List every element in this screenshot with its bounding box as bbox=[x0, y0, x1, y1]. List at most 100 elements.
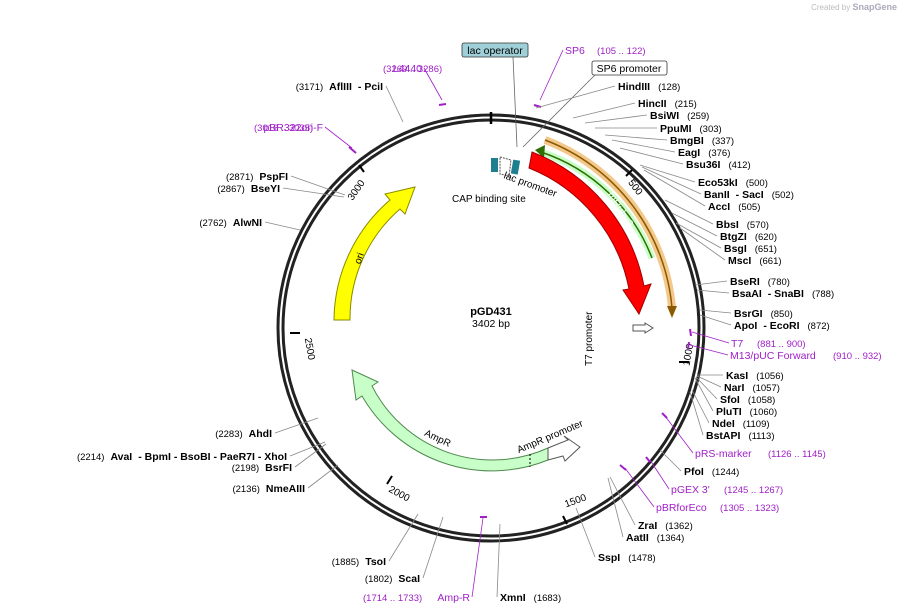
svg-text:HincII: HincII bbox=[638, 98, 667, 110]
enzyme-site-zrai: ZraI(1362) bbox=[638, 520, 693, 532]
svg-text:EagI: EagI bbox=[678, 147, 700, 159]
primer-sp6: SP6 (105 .. 122) bbox=[565, 45, 646, 57]
svg-text:(1245 .. 1267): (1245 .. 1267) bbox=[724, 485, 783, 496]
enzyme-site-bsgi: BsgI(651) bbox=[724, 243, 777, 255]
enzyme-site-msci: MscI(661) bbox=[728, 255, 782, 267]
enzyme-site-bseyi: BseYI(2867) bbox=[217, 183, 280, 195]
svg-text:pBRforEco: pBRforEco bbox=[656, 502, 707, 514]
mruby3-arrow bbox=[528, 151, 652, 316]
snapgene-credit: Created by SnapGene bbox=[811, 2, 897, 12]
enzyme-site-bseri: BseRI(780) bbox=[730, 276, 790, 288]
svg-text:(3016 .. 3035): (3016 .. 3035) bbox=[254, 123, 313, 134]
primer-pbr322ori-f: pBR322ori-F(3016 .. 3035) bbox=[254, 122, 323, 134]
leader-lines bbox=[264, 49, 732, 598]
enzyme-site-sspi: SspI(1478) bbox=[598, 552, 656, 564]
svg-text:- BpmI - BsoBI - PaeR7I: - BpmI - BsoBI - PaeR7I - XhoI bbox=[138, 451, 287, 463]
svg-text:BbsI: BbsI bbox=[716, 219, 739, 231]
svg-text:Bsu36I: Bsu36I bbox=[686, 159, 721, 171]
svg-text:- EcoRI: - EcoRI bbox=[763, 320, 799, 332]
svg-text:(105 .. 122): (105 .. 122) bbox=[597, 46, 646, 57]
svg-text:(259): (259) bbox=[687, 111, 709, 122]
svg-text:ScaI: ScaI bbox=[398, 573, 420, 585]
svg-text:(2871): (2871) bbox=[226, 172, 253, 183]
svg-text:SP6: SP6 bbox=[565, 45, 585, 57]
lac-operator-box bbox=[510, 159, 521, 175]
svg-text:(337): (337) bbox=[712, 136, 734, 147]
lac-feature-line bbox=[540, 151, 653, 259]
svg-text:AlwNI: AlwNI bbox=[233, 217, 262, 229]
enzyme-site-xmni: XmnI(1683) bbox=[500, 592, 561, 604]
svg-text:(780): (780) bbox=[768, 277, 790, 288]
enzyme-site-eagi: EagI (376) bbox=[678, 147, 730, 159]
svg-text:NmeAIII: NmeAIII bbox=[266, 483, 305, 495]
site-labels: HindIII(128)HincII(215)BsiWI(259)PpuMI(3… bbox=[77, 45, 882, 604]
svg-text:(1885): (1885) bbox=[332, 557, 359, 568]
svg-text:Eco53kI: Eco53kI bbox=[698, 177, 738, 189]
primer-pbrforeco: pBRforEco (1305 .. 1323) bbox=[656, 502, 779, 514]
sp6-feature-arrowhead bbox=[667, 306, 677, 318]
svg-text:SfoI: SfoI bbox=[720, 394, 740, 406]
svg-text:(2762): (2762) bbox=[199, 218, 226, 229]
svg-text:(1478): (1478) bbox=[628, 553, 655, 564]
svg-text:(3171): (3171) bbox=[296, 82, 323, 93]
svg-text:Amp-R: Amp-R bbox=[437, 592, 470, 604]
svg-text:NarI: NarI bbox=[724, 382, 745, 394]
lac-feature-arrowhead bbox=[535, 145, 545, 158]
tick-label-3000: 3000 bbox=[346, 178, 368, 203]
svg-text:(651): (651) bbox=[755, 244, 777, 255]
enzyme-site-bsrfi: BsrFI(2198) bbox=[232, 462, 292, 474]
svg-text:(1305 .. 1323): (1305 .. 1323) bbox=[720, 503, 779, 514]
enzyme-site-ppumi: PpuMI(303) bbox=[660, 123, 722, 135]
enzyme-site-apoi: ApoI- EcoRI(872) bbox=[734, 320, 830, 332]
svg-text:(850): (850) bbox=[771, 309, 793, 320]
svg-text:(502): (502) bbox=[772, 190, 794, 201]
sp6-promoter-tag bbox=[591, 60, 668, 76]
enzyme-site-hindiii: HindIII (128) bbox=[618, 81, 680, 93]
svg-text:pGEX 3': pGEX 3' bbox=[671, 484, 710, 496]
tick-label-2500: 2500 bbox=[302, 337, 317, 361]
ori-label: ori bbox=[353, 251, 367, 265]
enzyme-site-acci: AccI(505) bbox=[708, 201, 760, 213]
svg-text:(1113): (1113) bbox=[748, 431, 774, 442]
ampr-arrow bbox=[351, 369, 549, 472]
enzyme-site-pluti: PluTI (1060) bbox=[716, 406, 777, 418]
sp6-promoter-tag-label: SP6 promoter bbox=[597, 63, 662, 75]
plasmid-size: 3402 bp bbox=[472, 318, 510, 330]
svg-text:(500): (500) bbox=[746, 178, 768, 189]
svg-text:BanII: BanII bbox=[704, 189, 730, 201]
cap-binding-site-box bbox=[491, 158, 498, 172]
svg-text:BstAPI: BstAPI bbox=[706, 430, 741, 442]
t7-promoter-label: T7 promoter bbox=[584, 311, 595, 366]
svg-text:(1714 .. 1733): (1714 .. 1733) bbox=[363, 593, 422, 604]
svg-text:BseYI: BseYI bbox=[251, 183, 280, 195]
primer-prs-marker: pRS-marker(1126 .. 1145) bbox=[695, 448, 826, 460]
svg-text:AflIII: AflIII bbox=[329, 81, 352, 93]
svg-text:(505): (505) bbox=[738, 202, 760, 213]
svg-text:(1109): (1109) bbox=[743, 419, 770, 430]
svg-text:(1060): (1060) bbox=[750, 407, 777, 418]
enzyme-site-aatii: AatII(1364) bbox=[626, 532, 684, 544]
svg-text:TsoI: TsoI bbox=[365, 556, 386, 568]
primer-m13-puc-forward: M13/pUC Forward(910 .. 932) bbox=[730, 350, 882, 362]
svg-text:(128): (128) bbox=[658, 82, 680, 93]
svg-text:(661): (661) bbox=[759, 256, 781, 267]
svg-text:(303): (303) bbox=[700, 124, 722, 135]
enzyme-site-sfoi: SfoI(1058) bbox=[720, 394, 775, 406]
svg-text:(2214): (2214) bbox=[77, 452, 104, 463]
tick-2500: 2500 bbox=[290, 332, 317, 361]
enzyme-site-kasi: KasI(1056) bbox=[726, 370, 784, 382]
svg-text:- PciI: - PciI bbox=[358, 81, 383, 93]
svg-text:HindIII: HindIII bbox=[618, 81, 650, 93]
svg-text:L4440: L4440 bbox=[393, 63, 422, 75]
svg-text:(1057): (1057) bbox=[752, 383, 779, 394]
svg-text:NdeI: NdeI bbox=[712, 418, 735, 430]
credit-prefix: Created by bbox=[811, 3, 851, 12]
svg-text:pBR322ori-F: pBR322ori-F bbox=[263, 122, 323, 134]
svg-text:(376): (376) bbox=[708, 148, 730, 159]
sp6-feature-line bbox=[544, 139, 673, 309]
svg-text:(872): (872) bbox=[808, 321, 830, 332]
enzyme-site-nmeaiii: NmeAIII(2136) bbox=[232, 483, 305, 495]
svg-text:PluTI: PluTI bbox=[716, 406, 742, 418]
svg-text:(2198): (2198) bbox=[232, 463, 259, 474]
